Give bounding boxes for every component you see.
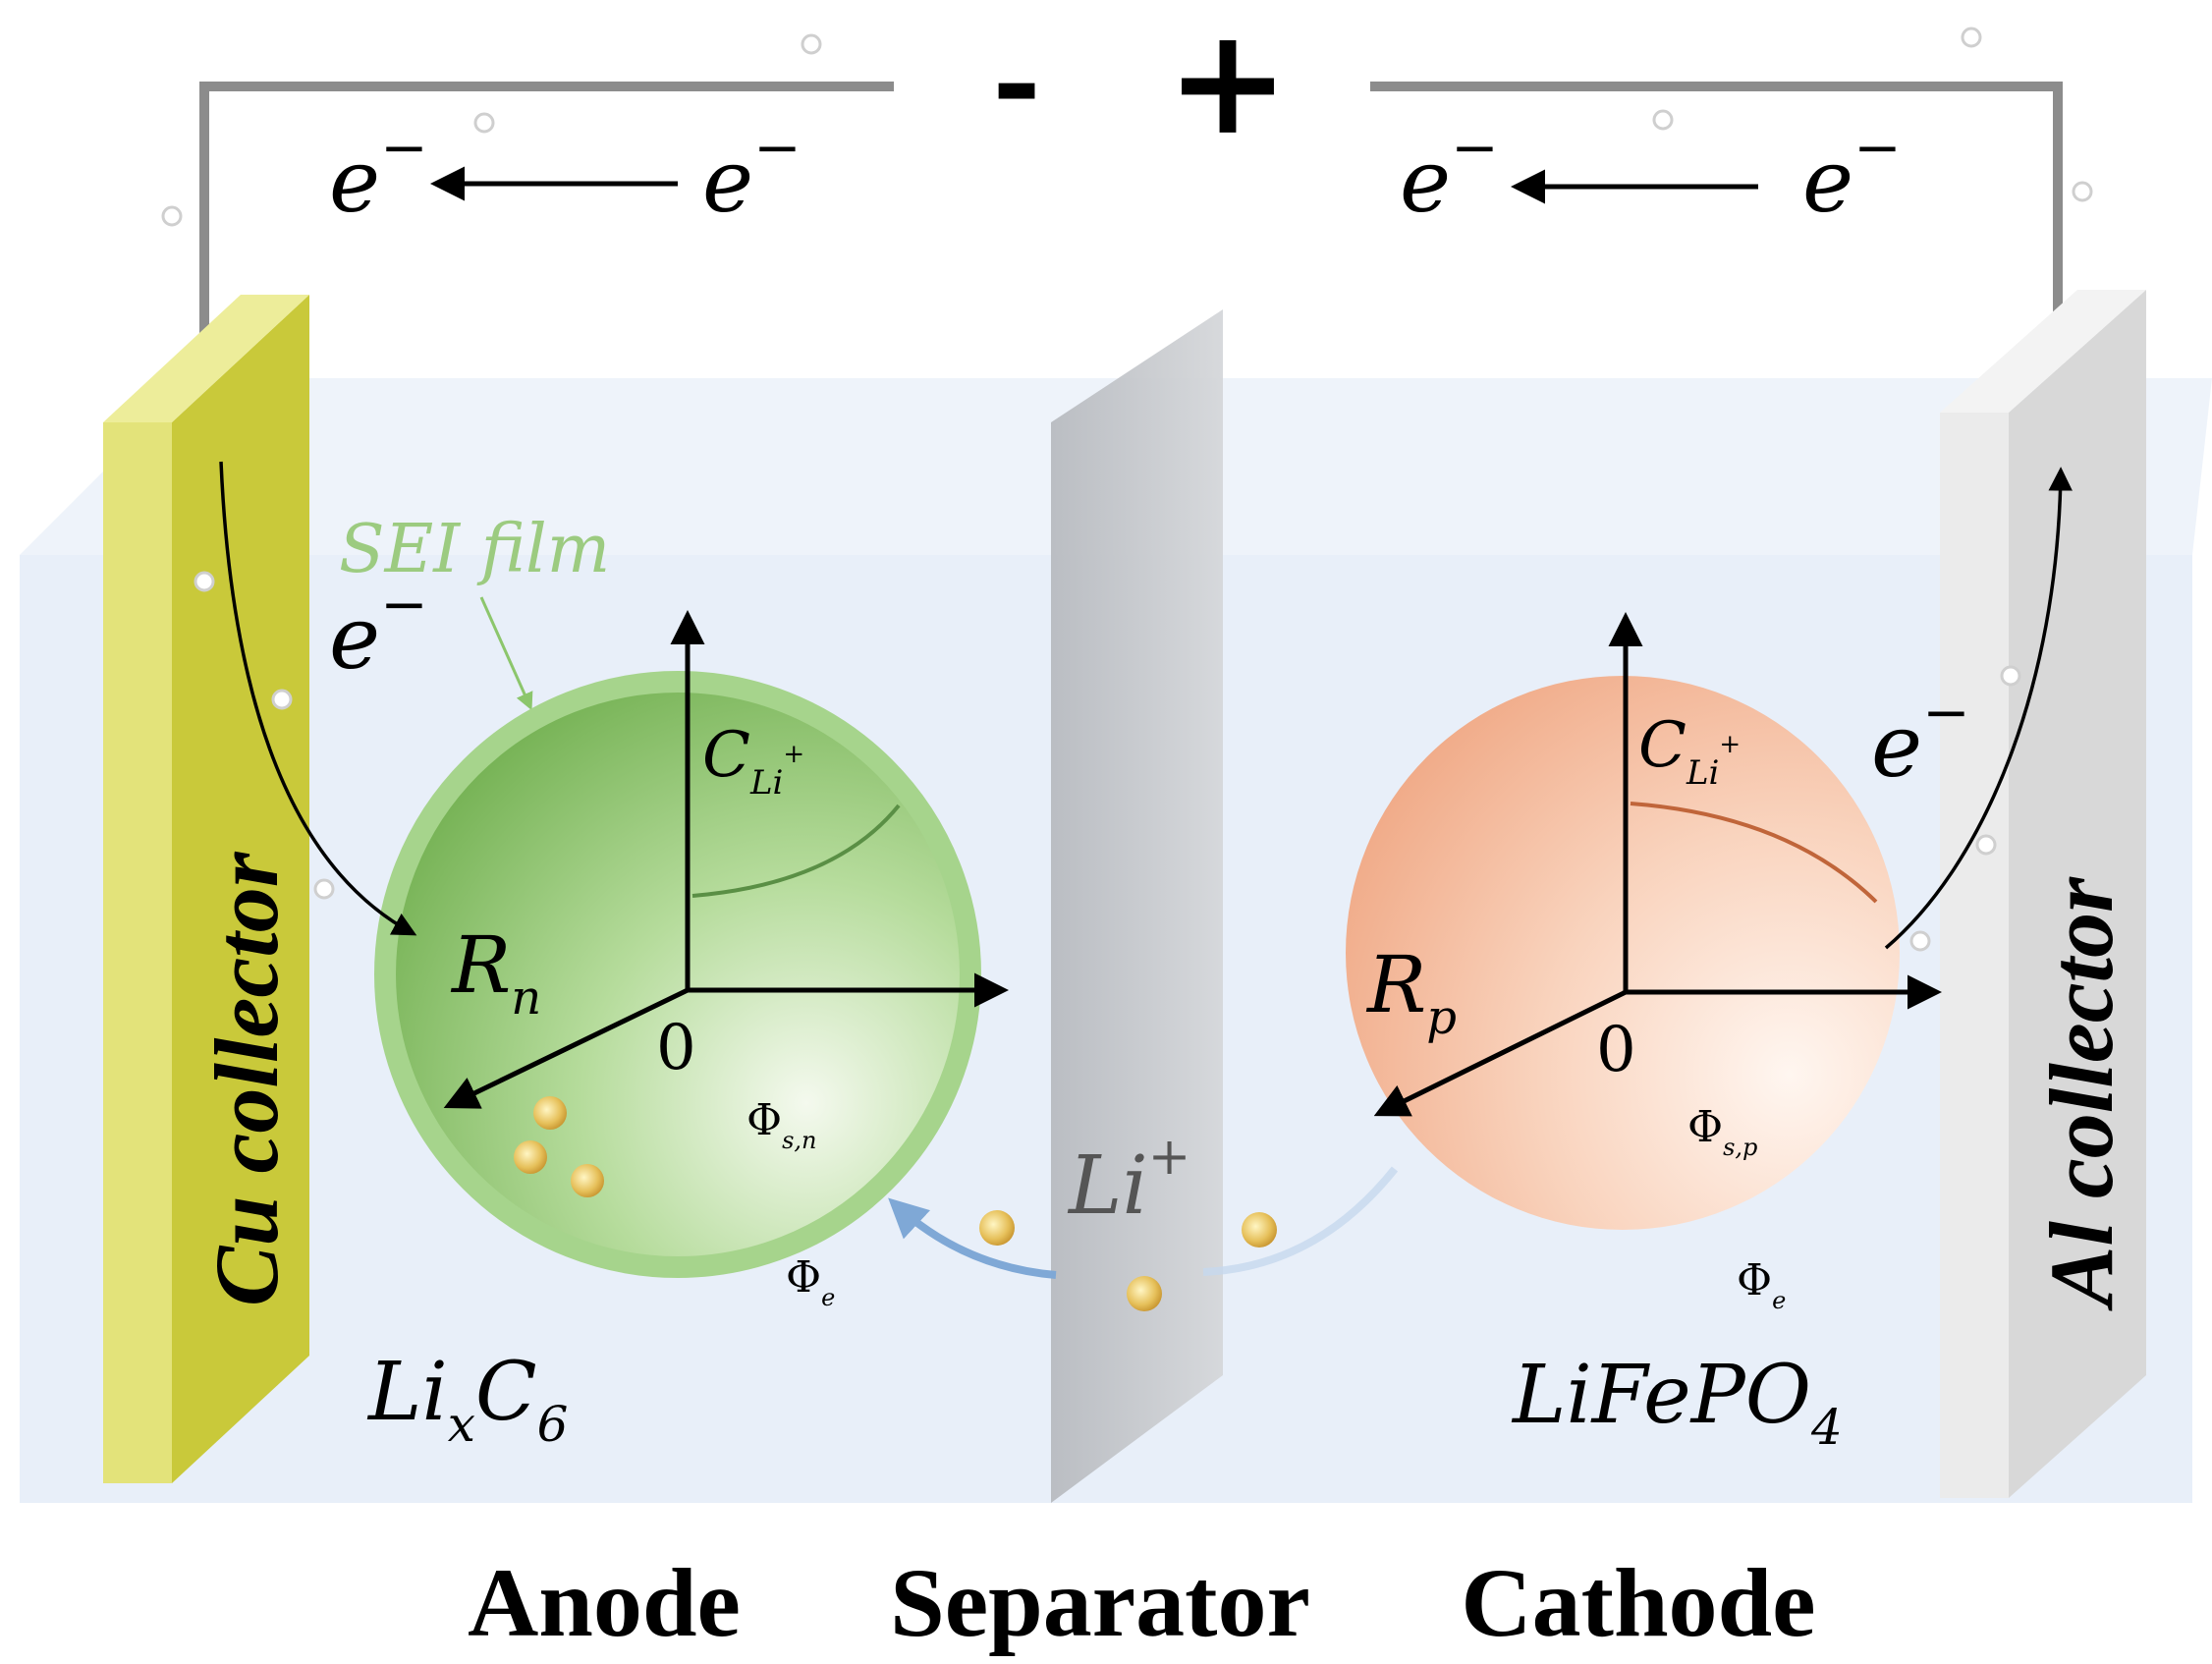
svg-text:Rn: Rn (450, 919, 541, 1026)
svg-text:Rp: Rp (1365, 939, 1457, 1045)
negative-terminal: - (992, 13, 1041, 151)
region-label-separator: Separator (890, 1548, 1310, 1657)
separator (1051, 309, 1223, 1503)
svg-text:e−: e− (1400, 114, 1499, 232)
anode-origin: 0 (656, 1012, 696, 1084)
electrolyte-potential-cathode: Φe (1737, 1255, 1786, 1314)
external-wire (199, 82, 2063, 359)
svg-text:e−: e− (702, 114, 802, 232)
cu-collector-label: Cu collector (196, 851, 297, 1306)
cathode-material-label: LiFePO4 (1511, 1349, 1843, 1456)
svg-text:Φs,n: Φs,n (747, 1095, 816, 1154)
al-collector-label: Al collector (2031, 876, 2131, 1311)
anode-electron-path (219, 461, 417, 936)
cathode-electron-path (1884, 467, 2073, 950)
svg-text:e−: e− (1802, 114, 1902, 232)
anode-material-label: LixC6 (366, 1346, 568, 1453)
anode-electron-label: e− (329, 571, 428, 689)
region-label-anode: Anode (468, 1548, 741, 1657)
cathode-particle: CLi+ Rp 0 Φs,p (1346, 612, 1942, 1230)
svg-text:CLi+: CLi+ (702, 719, 804, 803)
electrolyte-potential-anode: Φe (786, 1252, 835, 1311)
svg-text:Φs,p: Φs,p (1687, 1102, 1757, 1161)
cathode-origin: 0 (1596, 1014, 1636, 1086)
svg-text:e−: e− (329, 114, 428, 232)
electron-flow-right: e− e− (1400, 114, 1902, 232)
svg-text:CLi+: CLi+ (1638, 709, 1741, 793)
electron-flow-left: e− e− (329, 114, 802, 232)
region-label-cathode: Cathode (1461, 1548, 1815, 1657)
sei-pointer (479, 596, 533, 711)
sei-film-label: SEI film (339, 511, 610, 588)
al-collector: Al collector (1940, 290, 2146, 1498)
cathode-electron-label: e− (1871, 679, 1970, 797)
cu-collector: Cu collector (103, 295, 309, 1483)
lithium-ion-transport: Li+ (888, 1128, 1399, 1311)
decorative-bubbles (161, 27, 2093, 952)
anode-particle: CLi+ Rn 0 Φs,n (374, 610, 1009, 1278)
positive-terminal: + (1166, 0, 1290, 168)
svg-text:Li+: Li+ (1067, 1128, 1190, 1233)
